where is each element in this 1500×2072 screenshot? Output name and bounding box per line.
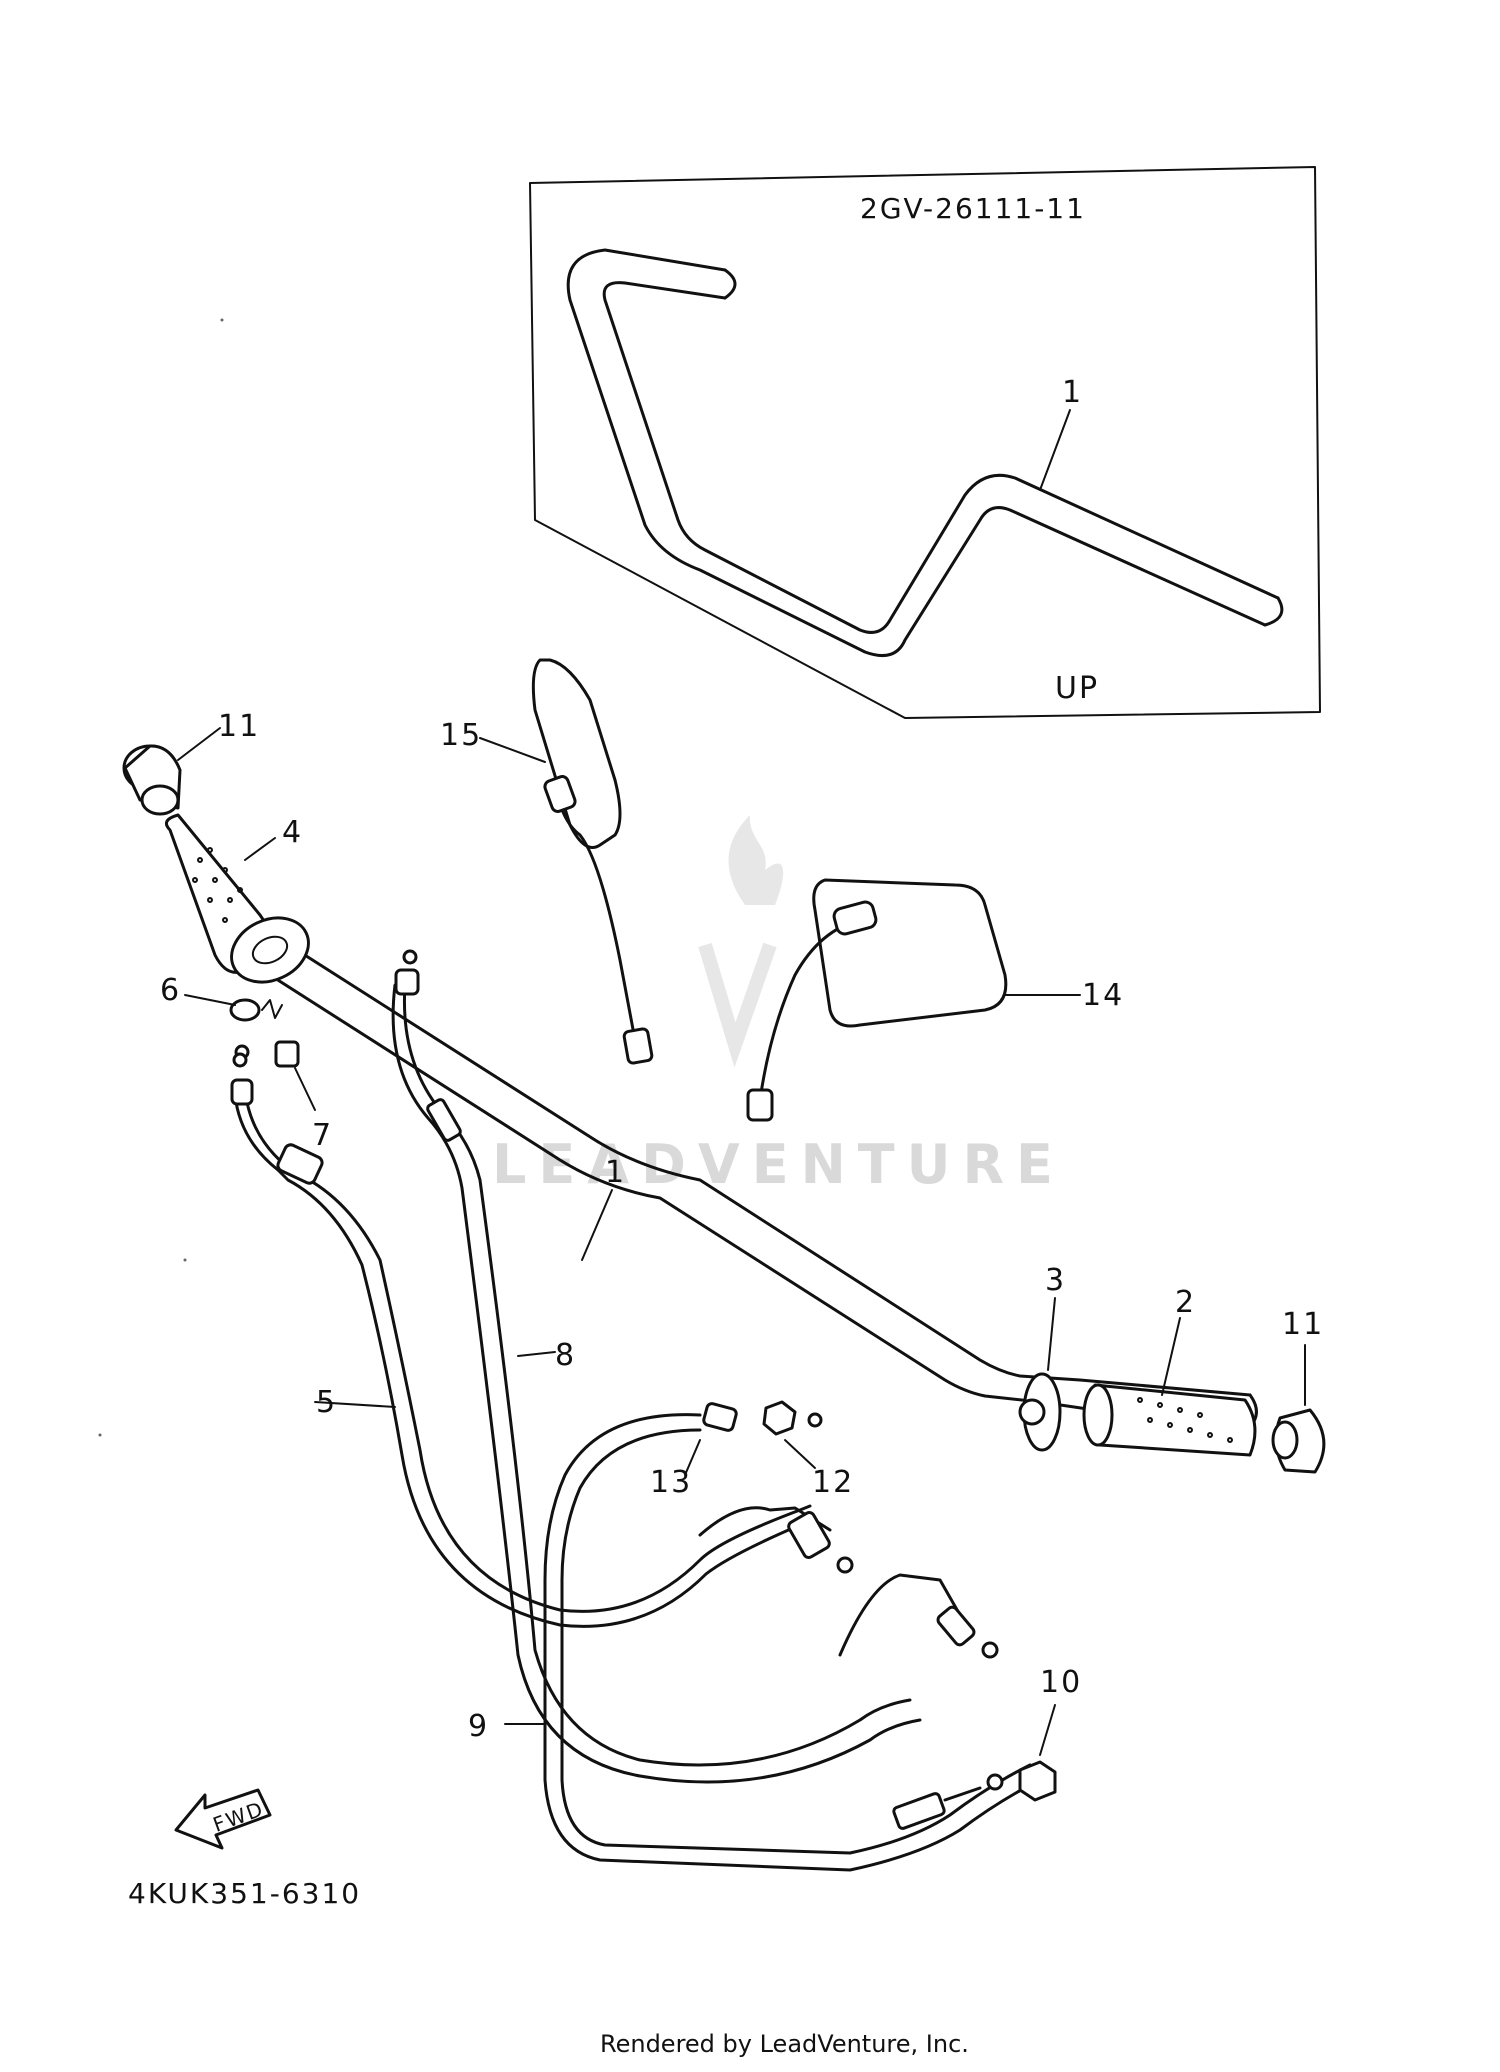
cable-ends	[698, 1506, 1004, 1830]
callout-11-left: 11	[218, 709, 260, 744]
leader-8	[517, 1351, 556, 1357]
leader-6	[184, 994, 236, 1006]
fwd-arrow-icon: FWD	[174, 1788, 272, 1850]
grip-end-left: 11	[122, 709, 260, 816]
part-12-locknut: 12	[762, 1400, 854, 1500]
leader-11-left	[177, 727, 221, 761]
callout-9: 9	[468, 1709, 489, 1744]
inset-handlebar-end-left	[723, 268, 737, 300]
leader-13	[684, 1439, 701, 1476]
inset-handlebar	[566, 248, 1280, 657]
grip-end-right: 11	[1271, 1307, 1326, 1474]
callout-13: 13	[650, 1465, 692, 1500]
callout-15: 15	[440, 718, 482, 753]
part-13-adjuster: 13	[650, 1439, 701, 1500]
part-3-collar: 3	[1018, 1263, 1066, 1452]
inset-leader-1	[1039, 409, 1071, 491]
callout-10: 10	[1040, 1665, 1082, 1700]
mirror-14: 14	[746, 878, 1124, 1122]
footer-credit: Rendered by LeadVenture, Inc.	[600, 2030, 969, 2058]
leader-10	[1039, 1704, 1056, 1756]
callout-1: 1	[605, 1155, 626, 1190]
callout-11-right: 11	[1282, 1307, 1324, 1342]
inset-handlebar-detail: 2GV-26111-11 1 UP	[529, 166, 1321, 719]
leader-4	[244, 837, 276, 861]
callout-12: 12	[812, 1465, 854, 1500]
part-10-nut: 10	[1018, 1665, 1082, 1802]
leader-2	[1161, 1317, 1181, 1396]
leader-5	[314, 1401, 396, 1408]
inset-part-code: 2GV-26111-11	[860, 192, 1086, 225]
inset-up-label: UP	[1055, 671, 1099, 706]
scan-specks	[98, 318, 224, 1437]
inset-callout-1: 1	[1062, 375, 1083, 410]
callout-3: 3	[1045, 1263, 1066, 1298]
callout-5: 5	[316, 1385, 337, 1420]
watermark: LEADVENTURE	[492, 815, 1065, 1196]
inset-frame	[529, 166, 1321, 719]
callout-4: 4	[282, 815, 303, 850]
part-6-clip: 6	[160, 973, 283, 1022]
clutch-cable-9: 9	[468, 1402, 1042, 1872]
inset-handlebar-end-right	[1263, 596, 1284, 627]
leader-15	[479, 737, 546, 763]
callout-8: 8	[555, 1338, 576, 1373]
mirror-15: 15	[440, 658, 654, 1065]
watermark-text: LEADVENTURE	[492, 1133, 1065, 1196]
callout-7: 7	[312, 1118, 333, 1153]
throttle-grip: 4	[164, 813, 310, 984]
bottom-part-code: 4KUK351-6310	[128, 1877, 361, 1910]
leader-1	[581, 1189, 613, 1261]
watermark-logo-icon	[698, 815, 784, 1068]
cable-8: 8	[391, 949, 922, 1784]
leader-7	[294, 1067, 316, 1111]
part-7-screw: 7	[234, 1040, 333, 1153]
leader-3	[1047, 1297, 1056, 1371]
callout-14: 14	[1082, 978, 1124, 1013]
leader-12	[784, 1439, 816, 1469]
part-2-grip: 2	[1082, 1285, 1257, 1457]
throttle-cable-5: 5	[230, 1052, 812, 1628]
callout-6: 6	[160, 973, 181, 1008]
callout-2: 2	[1175, 1285, 1196, 1320]
